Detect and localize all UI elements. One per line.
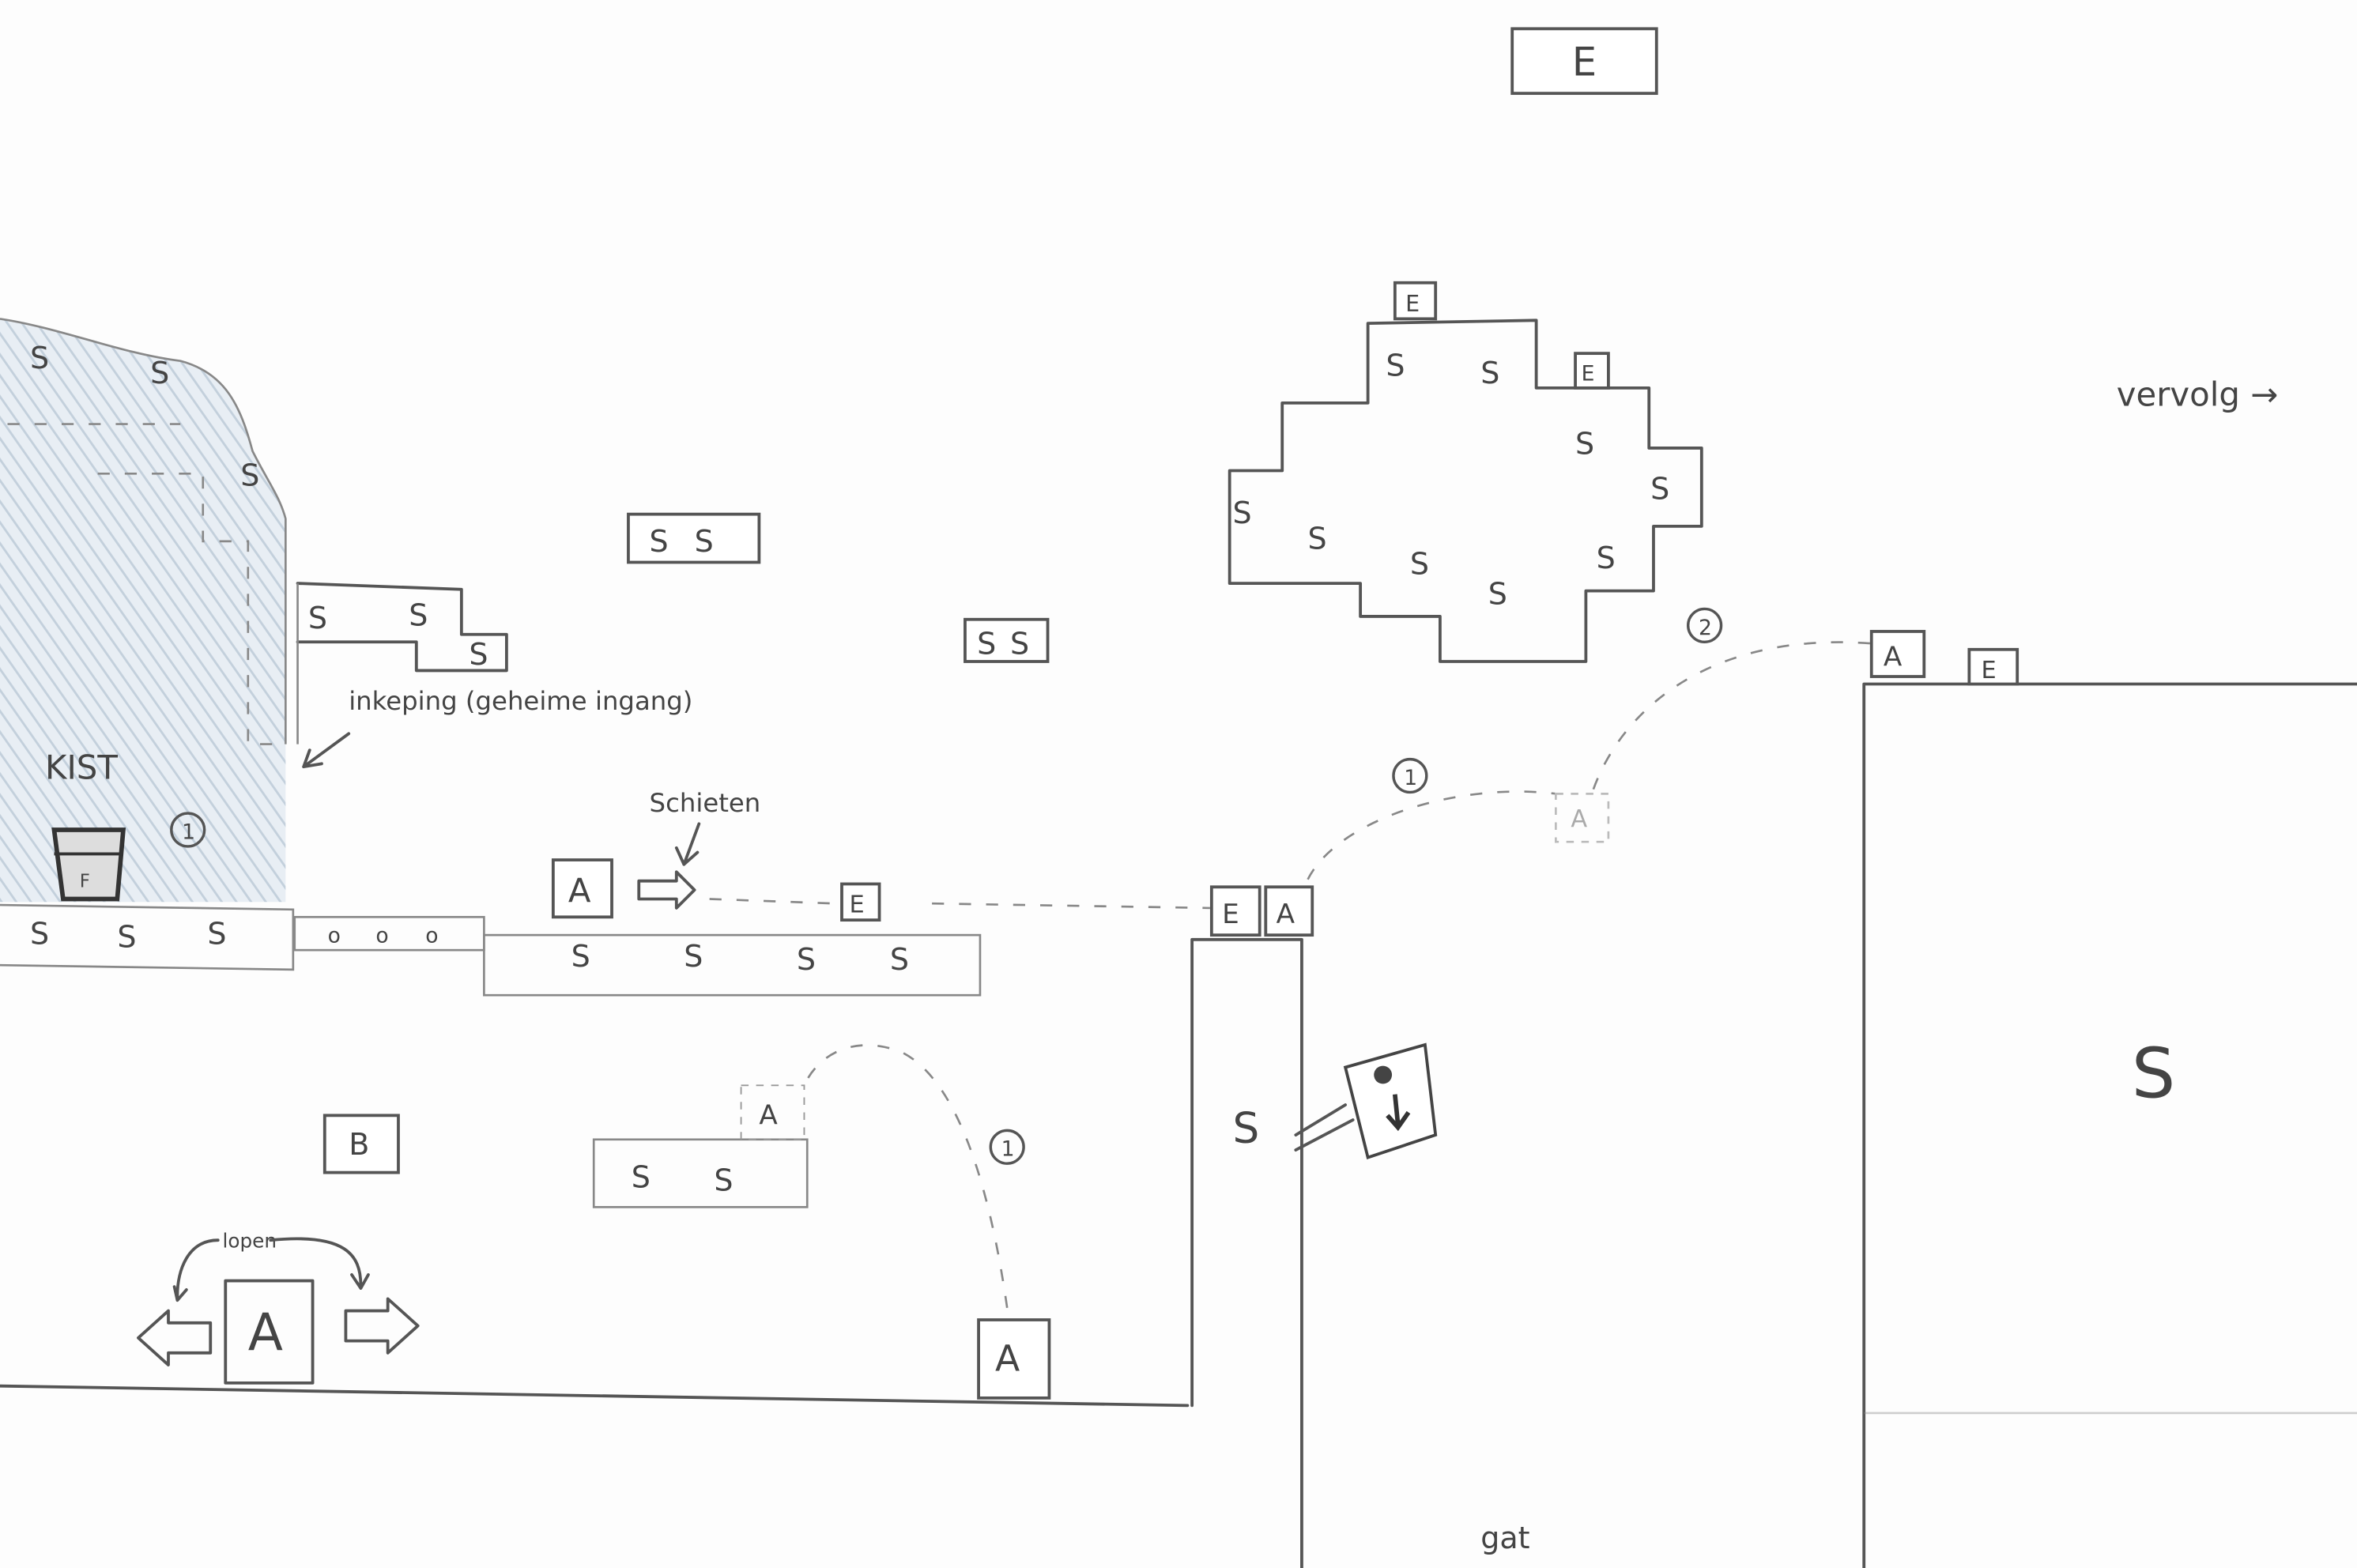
svg-text:S: S [797, 942, 816, 977]
svg-text:o: o [328, 924, 341, 948]
top-enemy-box: E [1510, 27, 1658, 96]
svg-text:S: S [207, 917, 226, 952]
vervolg-label: vervolg → [2117, 375, 2279, 414]
svg-text:S: S [1575, 427, 1594, 462]
svg-text:S: S [469, 637, 488, 672]
svg-text:S: S [150, 356, 169, 390]
floating-stone-platform: S S A [592, 1084, 809, 1208]
arrow-to-notch [302, 732, 351, 769]
pillar: S E A [1190, 885, 1314, 1568]
svg-text:S: S [308, 601, 327, 635]
jump-path: A 1 2 [1307, 607, 1872, 880]
kist-label: KIST [45, 748, 118, 786]
svg-text:lopen: lopen [222, 1230, 277, 1253]
svg-text:A: A [995, 1338, 1020, 1380]
svg-text:S: S [632, 1160, 651, 1195]
inkeping-label: inkeping (geheime ingang) [349, 686, 692, 716]
cave-area: S S S KIST F 1 [0, 318, 287, 903]
svg-text:Schieten: Schieten [650, 788, 761, 818]
svg-text:S: S [1232, 1104, 1259, 1153]
svg-text:1: 1 [1001, 1137, 1015, 1162]
svg-text:2: 2 [1699, 616, 1712, 640]
arrow-left-icon [137, 1309, 213, 1366]
svg-text:A: A [1884, 642, 1903, 673]
svg-text:o: o [425, 924, 438, 948]
svg-text:S: S [714, 1163, 733, 1197]
block-b: B [322, 1114, 400, 1174]
shooting-sequence: A Schieten E [551, 788, 1210, 922]
svg-text:E: E [850, 891, 865, 919]
stair-platform: S S S [296, 582, 508, 744]
svg-text:S: S [977, 626, 996, 661]
chest-icon: F [51, 827, 126, 902]
svg-text:S: S [1232, 496, 1251, 530]
svg-text:A: A [1277, 899, 1295, 930]
svg-text:S: S [1488, 577, 1507, 612]
svg-text:E: E [1572, 39, 1597, 85]
svg-text:E: E [1582, 361, 1595, 386]
svg-text:S: S [695, 524, 714, 559]
svg-text:S: S [1308, 521, 1327, 556]
svg-text:S: S [117, 919, 136, 954]
svg-text:S: S [30, 917, 49, 952]
svg-text:S: S [240, 458, 259, 492]
svg-text:S: S [1010, 626, 1029, 661]
svg-text:A: A [759, 1100, 778, 1132]
svg-text:S: S [1480, 356, 1499, 390]
coin-platform: o o o [293, 915, 485, 952]
svg-text:F: F [80, 871, 90, 891]
key-sign-icon [1294, 1042, 1438, 1160]
walk-demo: A lopen [137, 1230, 420, 1385]
svg-text:S: S [2132, 1034, 2176, 1114]
svg-text:E: E [1222, 899, 1239, 930]
svg-text:o: o [375, 924, 388, 948]
svg-text:1: 1 [182, 820, 195, 844]
svg-text:S: S [1386, 349, 1405, 383]
svg-text:S: S [650, 524, 669, 559]
svg-text:E: E [1982, 657, 1997, 684]
svg-text:S: S [684, 939, 703, 974]
svg-text:S: S [1650, 472, 1669, 507]
svg-text:S: S [571, 939, 590, 974]
ground-bottom [0, 1384, 1190, 1408]
svg-text:B: B [349, 1127, 369, 1162]
jump-arc: 1 A [803, 1044, 1051, 1400]
svg-text:A: A [248, 1303, 283, 1363]
svg-text:S: S [409, 597, 428, 632]
svg-text:A: A [568, 871, 591, 910]
svg-text:E: E [1405, 291, 1420, 317]
svg-text:S: S [890, 942, 909, 977]
gat-label: gat [1480, 1521, 1529, 1555]
svg-text:1: 1 [1404, 766, 1417, 790]
svg-text:S: S [30, 341, 49, 375]
shoot-arrow-icon [637, 870, 696, 910]
arrow-right-icon [344, 1297, 420, 1355]
big-block: S A E [1862, 630, 2357, 1568]
svg-text:S: S [1410, 547, 1429, 582]
svg-text:S: S [1597, 541, 1616, 575]
svg-text:A: A [1571, 805, 1587, 833]
